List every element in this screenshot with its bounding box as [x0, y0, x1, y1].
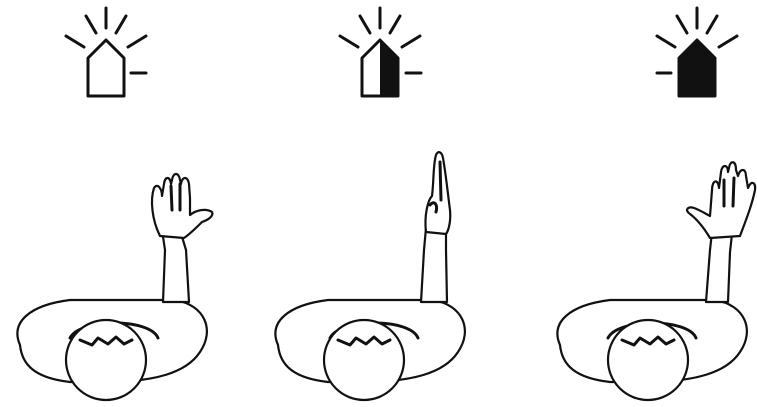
marker-icon-black — [657, 8, 737, 96]
head — [608, 320, 688, 400]
house-shape-icon — [679, 40, 715, 96]
arm — [421, 228, 447, 302]
person-figure — [17, 174, 212, 400]
panel-1 — [17, 8, 212, 400]
open-palm-hand — [152, 174, 212, 238]
marker-icon-half — [340, 8, 421, 96]
spread-hand — [687, 162, 755, 238]
panel-3 — [557, 8, 755, 400]
house-shape-icon — [88, 40, 124, 96]
finger-line — [440, 162, 441, 200]
panel-2 — [275, 8, 464, 400]
marker-icon-white — [66, 8, 146, 96]
finger-line — [171, 186, 172, 210]
head — [324, 320, 404, 400]
flat-hand — [425, 152, 450, 234]
person-figure — [557, 162, 755, 400]
arm — [706, 232, 732, 302]
person-figure — [275, 152, 464, 400]
arm — [162, 230, 189, 302]
finger-line — [733, 178, 734, 206]
head — [66, 320, 146, 400]
